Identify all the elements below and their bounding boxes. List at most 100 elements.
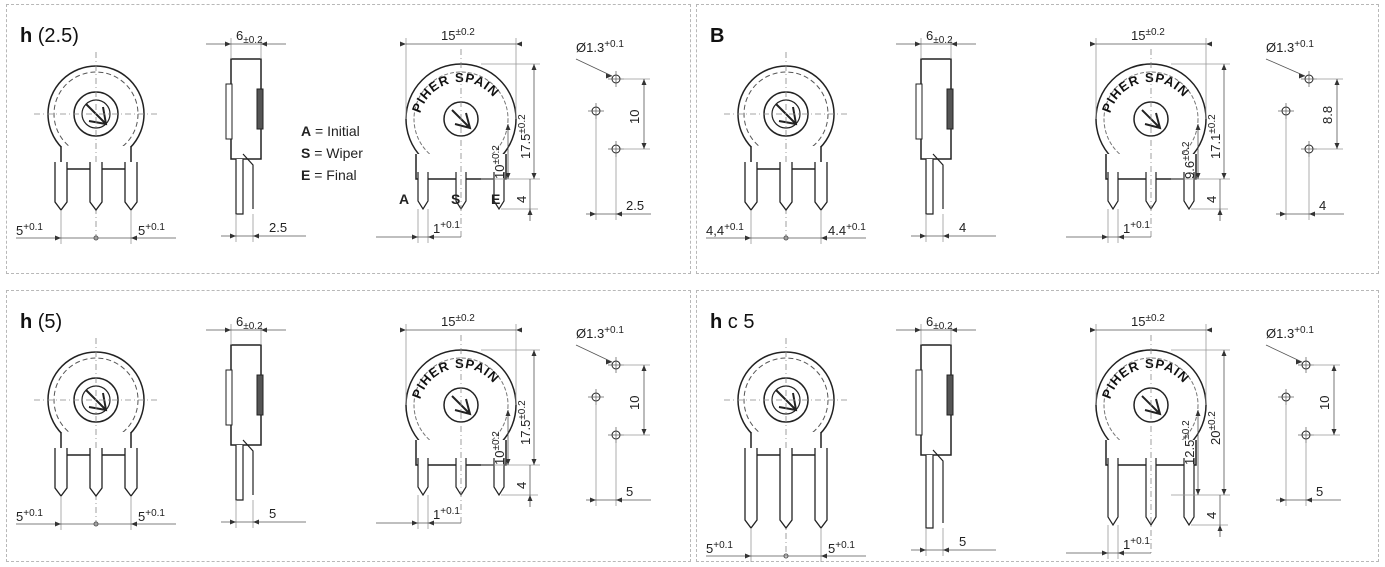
persp-top-arrow-left	[400, 327, 406, 333]
hole-vertical-arrow-bottom	[641, 429, 647, 435]
front-right-pitch-label-tolerance: +0.1	[835, 540, 855, 551]
persp-bottom-pin-width-label-tolerance: +0.1	[1130, 536, 1150, 547]
persp-pin-1	[1107, 458, 1119, 527]
panel-h-5	[6, 290, 691, 562]
side-top-arrow-right	[951, 327, 957, 333]
pitch-arrow-left	[745, 553, 751, 559]
side-body	[230, 344, 262, 446]
hole-vertical-spacing-label-value: 10	[627, 396, 642, 410]
hole-diameter-label-value: Ø1.3	[1266, 326, 1294, 341]
side-rotor-shaft	[256, 374, 264, 416]
front-right-pitch-label-tolerance: +0.1	[846, 222, 866, 233]
side-body	[920, 58, 952, 160]
panel-title-bold: h	[710, 311, 722, 333]
hole-layout-view: Ø1.3+0.1 10 5	[575, 325, 651, 506]
panel-b	[696, 4, 1379, 274]
hole-horizontal-spacing-label-value: 4	[1319, 198, 1326, 213]
persp-pin-length-label: 4	[514, 482, 529, 489]
persp-bottom-pin-width-label-tolerance: +0.1	[1130, 220, 1150, 231]
persp-top-width-label-value: 15	[1131, 28, 1145, 43]
persp-outer-height-label: 17.1±0.2	[1207, 114, 1223, 159]
persp-outer-arrow-bottom	[531, 173, 537, 179]
side-view: 6±0.25	[206, 314, 306, 528]
side-top-arrow-right	[261, 41, 267, 47]
front-left-pitch-label-tolerance: +0.1	[724, 222, 744, 233]
hole-vertical-arrow-bottom	[1334, 143, 1340, 149]
legend-row-a: A = Initial	[301, 123, 360, 139]
hole-horizontal-arrow-right	[1306, 497, 1312, 503]
legend-row-s: S = Wiper	[301, 145, 363, 161]
persp-outer-height-label-tolerance: ±0.2	[517, 114, 528, 134]
terminal-3	[124, 448, 138, 498]
persp-outer-height-label-tolerance: ±0.2	[1207, 114, 1218, 134]
hole-diameter-label-value: Ø1.3	[1266, 40, 1294, 55]
side-pin-bend	[242, 153, 254, 209]
hole-diameter-label: Ø1.3+0.1	[576, 325, 624, 341]
persp-bottom-arrow-right	[428, 234, 434, 240]
persp-inner-arrow-top	[1195, 124, 1201, 130]
hole-diameter-label-tolerance: +0.1	[604, 39, 624, 50]
persp-top-arrow-right	[1206, 41, 1212, 47]
persp-pin-3	[493, 172, 505, 211]
persp-outer-arrow-bottom	[1221, 489, 1227, 495]
persp-outer-arrow-top	[1221, 64, 1227, 70]
hole-diameter-label: Ø1.3+0.1	[576, 39, 624, 55]
hole-horizontal-arrow-left	[1280, 211, 1286, 217]
persp-top-width-label: 15±0.2	[1131, 27, 1165, 43]
legend-key: S	[301, 145, 310, 161]
hole-horizontal-spacing-label-value: 2.5	[626, 198, 644, 213]
hole-diameter-label-tolerance: +0.1	[1294, 325, 1314, 336]
terminal-1	[54, 448, 68, 498]
side-top-arrow-left	[225, 41, 231, 47]
side-bottom-arrow-left	[230, 519, 236, 525]
side-bottom-pin-label-value: 5	[269, 506, 276, 521]
side-bottom-pin-label: 5	[269, 506, 276, 521]
hole-horizontal-arrow-left	[590, 497, 596, 503]
front-left-pitch-label: 5+0.1	[706, 540, 733, 556]
side-bottom-pin-label: 4	[959, 220, 966, 235]
persp-bottom-pin-width-label-value: 1	[1123, 537, 1130, 552]
persp-bottom-arrow-right	[1118, 550, 1124, 556]
hole-vertical-arrow-top	[641, 365, 647, 371]
hole-vertical-spacing-label-value: 10	[1317, 396, 1332, 410]
pitch-center-mark	[93, 235, 99, 241]
side-pin	[235, 159, 244, 215]
legend-key: A	[301, 123, 311, 139]
side-bottom-arrow-right	[943, 547, 949, 553]
persp-pin-length-label-value: 4	[1204, 196, 1219, 203]
panel-title: h c 5	[710, 311, 754, 333]
side-top-arrow-right	[951, 41, 957, 47]
side-bottom-arrow-left	[920, 233, 926, 239]
side-pin	[925, 455, 934, 529]
pitch-arrow-right	[131, 521, 137, 527]
hole-layout-view: Ø1.3+0.18.84	[1265, 39, 1344, 220]
front-right-pitch-label: 5+0.1	[138, 222, 165, 238]
persp-pin-length-arrow	[527, 495, 533, 501]
side-top-width-label-value: 6	[236, 314, 243, 329]
hole-horizontal-spacing-label: 5	[626, 484, 633, 499]
front-right-pitch-label-value: 5	[828, 541, 835, 556]
persp-bottom-pin-width-label: 1+0.1	[433, 506, 460, 522]
persp-top-arrow-right	[516, 41, 522, 47]
persp-pin-length-arrow	[527, 209, 533, 215]
side-top-width-label-tolerance: ±0.2	[933, 35, 953, 46]
terminal-1	[744, 448, 758, 530]
persp-top-width-label-value: 15	[441, 314, 455, 329]
persp-inner-arrow-bottom	[1195, 489, 1201, 495]
panel-title: h (2.5)	[20, 25, 79, 47]
front-left-pitch-label-value: 5	[706, 541, 713, 556]
side-view: 6±0.22.5	[206, 28, 306, 242]
front-right-pitch-label: 4.4+0.1	[828, 222, 866, 238]
side-pin	[925, 159, 934, 215]
persp-top-width-label: 15±0.2	[441, 27, 475, 43]
persp-inner-height-label-value: 10	[492, 451, 507, 465]
persp-inner-height-label-value: 10	[492, 165, 507, 179]
hole-diameter-label-tolerance: +0.1	[604, 325, 624, 336]
